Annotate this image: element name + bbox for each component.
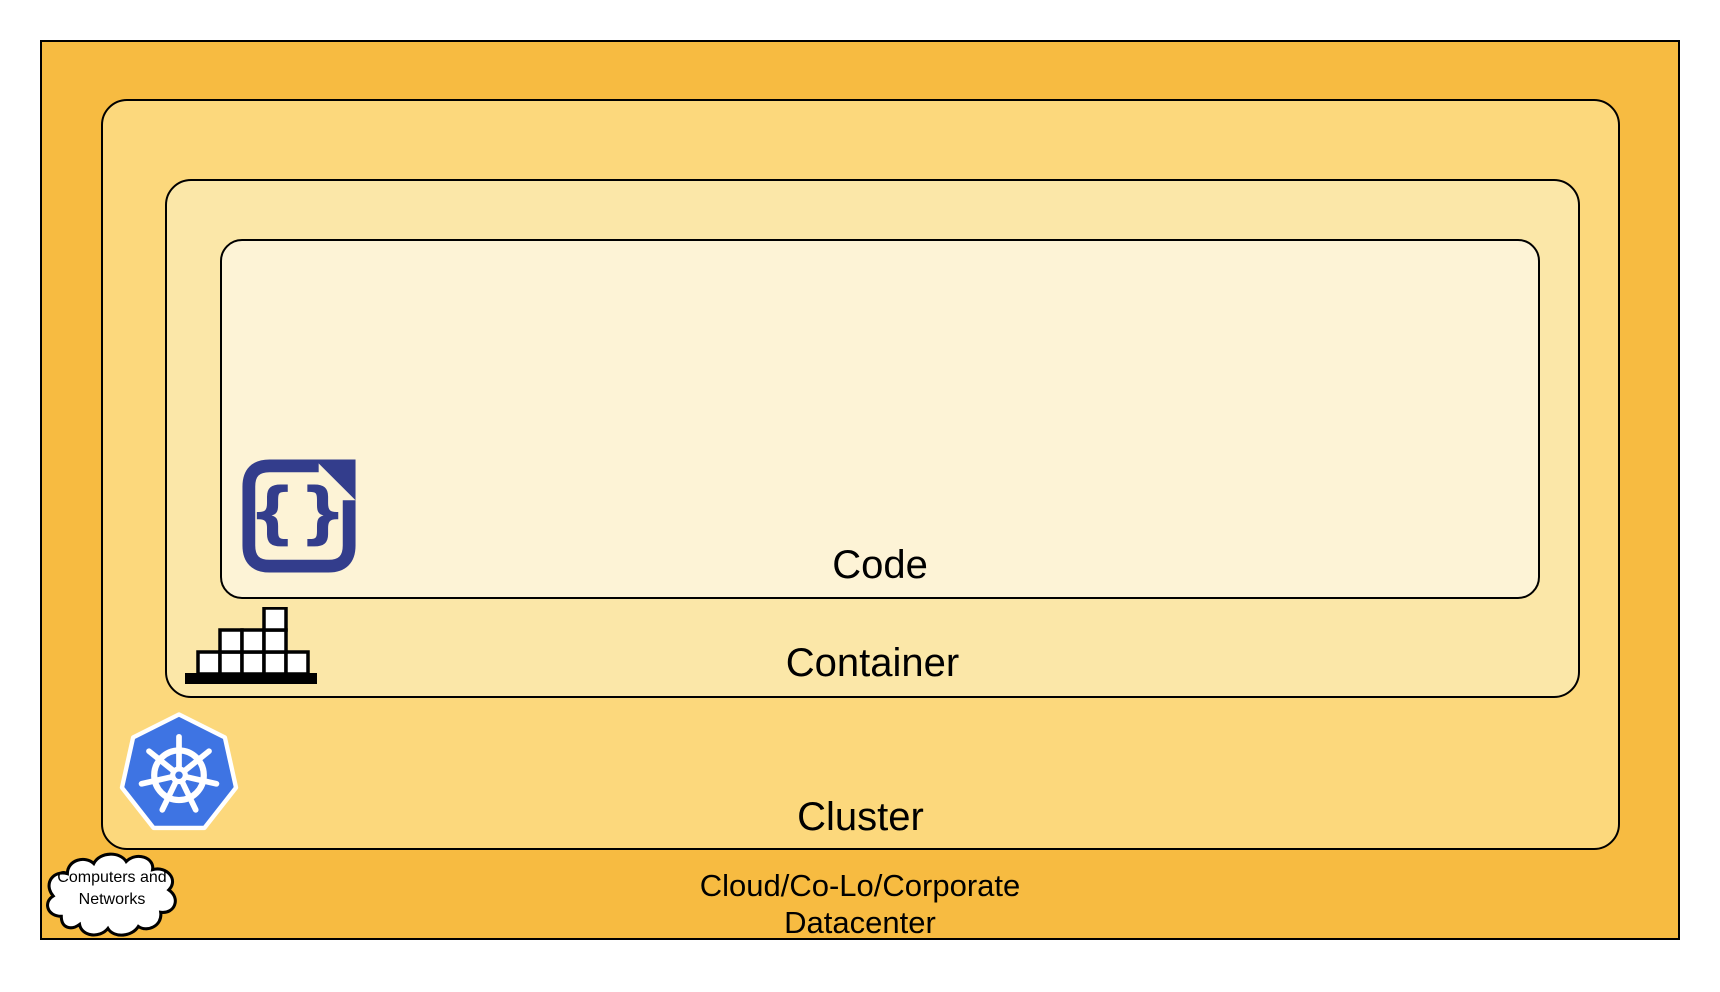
kubernetes-helm-icon bbox=[117, 709, 241, 839]
cluster-layer-label: Cluster bbox=[797, 795, 924, 839]
cloud-bubble-label: Computers and Networks bbox=[57, 869, 167, 908]
helm-hub-dot bbox=[175, 771, 183, 779]
helm-ring bbox=[151, 747, 207, 804]
code-file-icon: {} bbox=[240, 456, 358, 576]
code-braces-glyph: {} bbox=[248, 474, 349, 552]
container-stack-icon bbox=[184, 607, 318, 687]
cloud-icon-svg bbox=[46, 852, 177, 937]
kubernetes-helm-icon-svg bbox=[119, 712, 239, 831]
code-file-icon-svg: {} bbox=[242, 459, 356, 573]
code-layer-label: Code bbox=[832, 543, 928, 587]
container-stack-icon-svg bbox=[185, 607, 317, 684]
container-layer-label: Container bbox=[785, 641, 960, 685]
layer-code bbox=[220, 239, 1540, 599]
cloud-layer-label: Cloud/Co-Lo/Corporate Datacenter bbox=[699, 868, 1021, 940]
cloud-icon: Computers and Networks bbox=[41, 851, 183, 939]
